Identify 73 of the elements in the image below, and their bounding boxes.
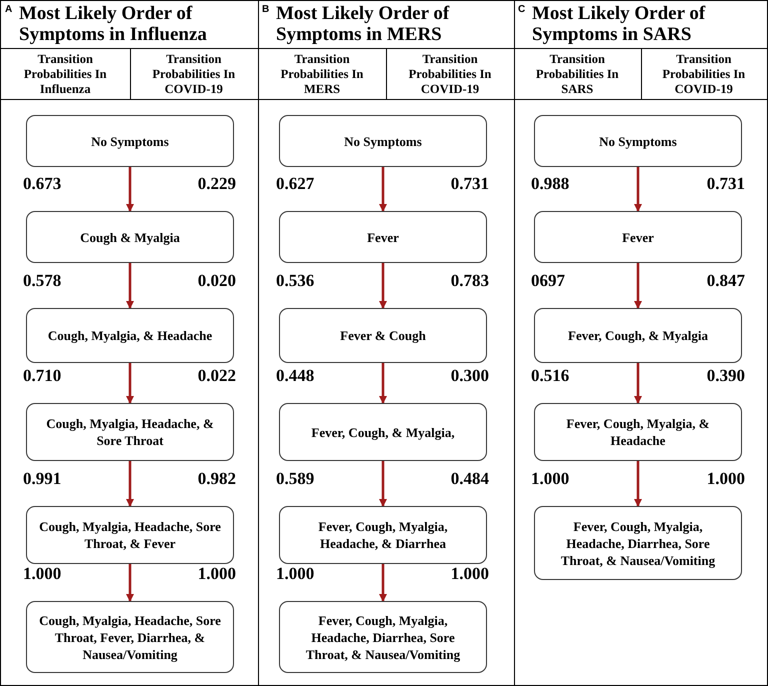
- panel-letter: A: [5, 4, 12, 15]
- arrow: [126, 363, 134, 404]
- transition-probability: 0.578: [23, 272, 62, 290]
- transition-probability: 0.020: [198, 272, 236, 290]
- column-header: Transition Probabilities In COVID-19: [151, 50, 236, 98]
- panel-letter: C: [518, 4, 526, 15]
- arrow: [379, 564, 387, 602]
- arrow: [634, 263, 642, 309]
- arrow: [126, 461, 134, 507]
- symptom-box: No Symptoms: [534, 115, 742, 167]
- arrow: [379, 363, 387, 404]
- transition-probability: 0.484: [450, 470, 489, 488]
- transition-probability: 1.000: [531, 470, 570, 488]
- symptom-box: No Symptoms: [279, 115, 487, 167]
- symptom-box: Cough & Myalgia: [26, 211, 234, 263]
- symptom-box: Fever, Cough, & Myalgia: [534, 308, 742, 363]
- transition-probability: 0.229: [198, 175, 236, 193]
- column-header: Transition Probabilities In MERS: [280, 50, 364, 98]
- panel: [1, 1, 259, 685]
- symptom-box: No Symptoms: [26, 115, 234, 167]
- transition-probability: 0.300: [450, 367, 489, 385]
- transition-probability: 0.589: [276, 470, 314, 488]
- transition-probability: 0.022: [198, 367, 236, 385]
- panel-title: Most Likely Order of Symptoms in SARS: [532, 3, 706, 45]
- transition-probability: 0.847: [706, 272, 745, 290]
- transition-probability: 0.448: [276, 367, 314, 385]
- arrow: [379, 461, 387, 507]
- arrow: [379, 167, 387, 212]
- transition-probability: 1.000: [23, 565, 62, 583]
- transition-probability: 1.000: [450, 565, 489, 583]
- column-header: Transition Probabilities In COVID-19: [661, 50, 746, 98]
- transition-probability: 1.000: [276, 565, 314, 583]
- transition-probability: 0.982: [198, 470, 236, 488]
- symptom-box: Fever: [279, 211, 487, 263]
- transition-probability: 0.731: [706, 175, 745, 193]
- symptom-box: Cough, Myalgia, Headache, Sore Throat, & Fever: [26, 506, 234, 564]
- panel-title: Most Likely Order of Symptoms in Influenza: [19, 3, 208, 45]
- symptom-box: Fever, Cough, Myalgia, Headache, Diarrhea, Sore Throat, & Nausea/Vomiting: [279, 601, 487, 673]
- column-header: Transition Probabilities In COVID-19: [408, 50, 492, 98]
- arrow: [126, 263, 134, 309]
- transition-probability: 0.516: [531, 367, 570, 385]
- transition-probability: 0.536: [276, 272, 314, 290]
- symptom-box: Cough, Myalgia, & Headache: [26, 308, 234, 363]
- transition-probability: 0.710: [23, 367, 62, 385]
- panel-letter: B: [262, 4, 270, 15]
- symptom-box: Fever, Cough, Myalgia, & Headache: [534, 403, 742, 461]
- transition-probability: 0.673: [23, 175, 62, 193]
- symptom-box: Fever, Cough, & Myalgia,: [279, 403, 487, 461]
- column-header: Transition Probabilities In SARS: [534, 50, 620, 98]
- transition-probability: 1.000: [706, 470, 745, 488]
- transition-probability: 0.627: [276, 175, 314, 193]
- panel: [258, 1, 515, 685]
- symptom-box: Fever, Cough, Myalgia, Headache, & Diarrhea: [279, 506, 487, 564]
- arrow: [634, 461, 642, 507]
- transition-probability: 0.783: [450, 272, 489, 290]
- transition-probability: 0.988: [531, 175, 570, 193]
- arrow: [379, 263, 387, 309]
- arrow: [634, 167, 642, 212]
- arrow: [126, 564, 134, 602]
- symptom-box: Cough, Myalgia, Headache, & Sore Throat: [26, 403, 234, 461]
- transition-probability: 0.991: [23, 470, 62, 488]
- arrow: [126, 167, 134, 212]
- transition-probability: 0697: [531, 272, 565, 290]
- symptom-box: Fever: [534, 211, 742, 263]
- symptom-box: Fever, Cough, Myalgia, Headache, Diarrhea, Sore Throat, & Nausea/Vomiting: [534, 506, 742, 580]
- transition-probability: 0.390: [706, 367, 745, 385]
- arrow: [634, 363, 642, 404]
- symptom-box: Cough, Myalgia, Headache, Sore Throat, Fever, Diarrhea, & Nausea/Vomiting: [26, 601, 234, 673]
- column-header: Transition Probabilities In Influenza: [22, 50, 108, 98]
- panel-title: Most Likely Order of Symptoms in MERS: [276, 3, 450, 45]
- transition-probability: 1.000: [198, 565, 236, 583]
- transition-probability: 0.731: [450, 175, 489, 193]
- symptom-box: Fever & Cough: [279, 308, 487, 363]
